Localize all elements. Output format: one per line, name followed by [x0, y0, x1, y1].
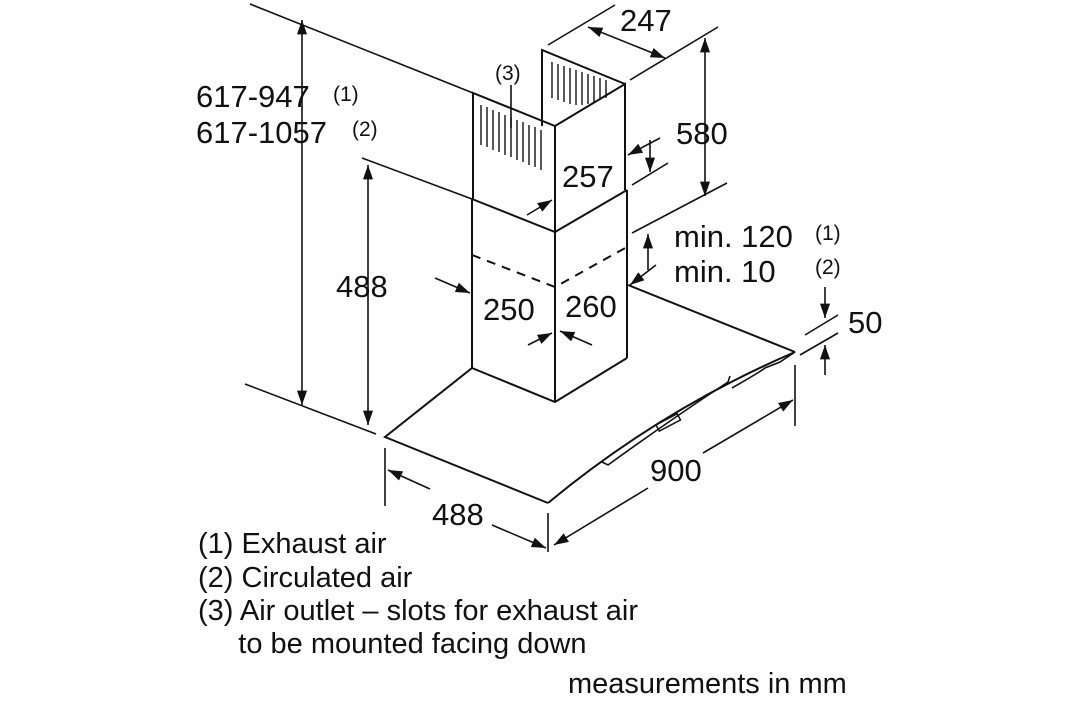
control-panel — [654, 412, 682, 433]
min-exhaust-note: (1) — [815, 222, 841, 245]
upper-depth-label: 257 — [562, 159, 614, 194]
chimney-width-label: 250 — [483, 292, 535, 327]
chimney-depth-label: 260 — [565, 289, 617, 324]
min-circulated-note: (2) — [815, 256, 841, 279]
legend-item-air-outlet-cont: to be mounted facing down — [198, 628, 587, 660]
air-outlet-slots-left — [480, 105, 542, 170]
min-exhaust-label: min. 120 — [674, 219, 793, 254]
legend-item-exhaust: (1) Exhaust air — [198, 528, 387, 560]
upper-height-label: 580 — [676, 116, 728, 151]
hood-thickness-label: 50 — [848, 305, 882, 340]
air-outlet-note: (3) — [495, 62, 521, 85]
lower-height-label: 488 — [336, 269, 388, 304]
height-range-exhaust-note: (1) — [333, 83, 359, 106]
height-range-circulated-note: (2) — [352, 118, 378, 141]
upper-width-label: 247 — [620, 3, 672, 38]
min-circulated-label: min. 10 — [674, 254, 776, 289]
hood-canopy — [383, 284, 796, 504]
legend-item-circulated: (2) Circulated air — [198, 562, 413, 594]
dimension-lines — [296, 4, 839, 552]
height-range-exhaust-label: 617-947 — [196, 79, 310, 114]
height-range-circulated-label: 617-1057 — [196, 115, 327, 150]
wall-reference-lines — [244, 3, 474, 435]
hood-width-label: 900 — [650, 453, 702, 488]
units-note: measurements in mm — [568, 668, 847, 700]
legend-item-air-outlet: (3) Air outlet – slots for exhaust air — [198, 595, 639, 627]
lower-chimney — [471, 189, 628, 404]
hood-depth-label: 488 — [432, 497, 484, 532]
air-outlet-slots-right — [551, 62, 607, 105]
upper-chimney — [472, 48, 626, 232]
